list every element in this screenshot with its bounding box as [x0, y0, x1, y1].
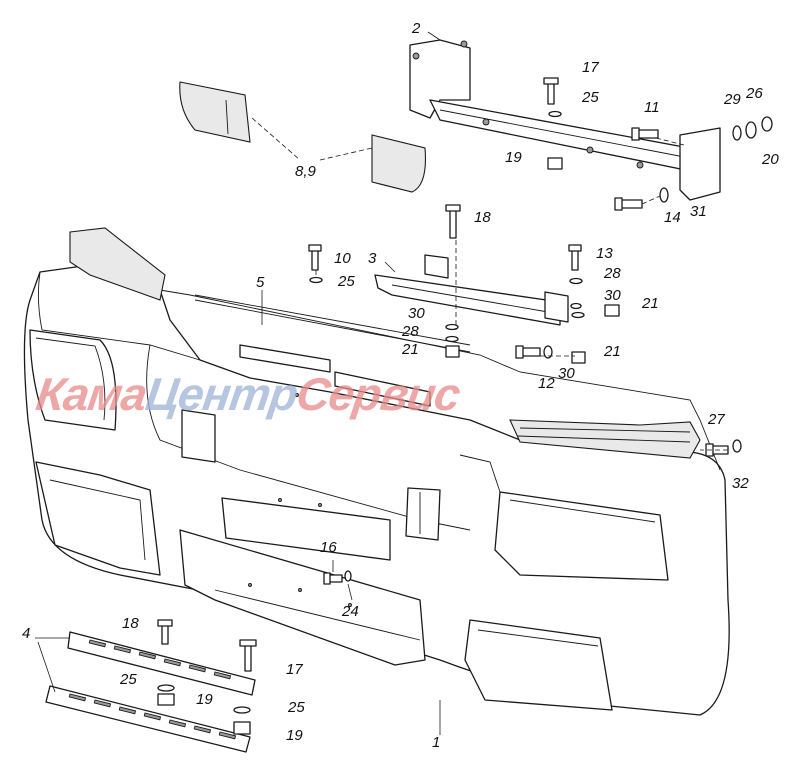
callout-10: 10 — [334, 250, 351, 267]
callout-19: 19 — [196, 691, 213, 708]
callout-30: 30 — [408, 305, 425, 322]
svg-text:КамаЦентрСервис: КамаЦентрСервис — [33, 368, 464, 420]
leader-lines — [35, 31, 728, 735]
callout-2: 2 — [411, 20, 421, 37]
callout-30: 30 — [604, 287, 621, 304]
callout-16: 16 — [320, 539, 337, 556]
callout-25: 25 — [337, 273, 355, 290]
callout-25: 25 — [287, 699, 305, 716]
callout-17: 17 — [582, 59, 599, 76]
callout-18: 18 — [122, 615, 139, 632]
callout-31: 31 — [690, 203, 707, 220]
callout-8-9: 8,9 — [295, 163, 317, 180]
callout-24: 24 — [341, 603, 359, 620]
callout-19: 19 — [286, 727, 303, 744]
middle-bracket — [374, 254, 569, 326]
callout-32: 32 — [732, 475, 749, 492]
callout-17: 17 — [286, 661, 303, 678]
callout-18: 18 — [474, 209, 491, 226]
callout-4: 4 — [22, 625, 30, 642]
callout-12: 12 — [538, 375, 555, 392]
watermark-part3: Сервис — [293, 368, 464, 420]
callout-5: 5 — [256, 274, 265, 291]
callout-28: 28 — [401, 323, 419, 340]
callout-1: 1 — [432, 734, 440, 751]
callout-3: 3 — [368, 250, 377, 267]
callout-20: 20 — [761, 151, 779, 168]
upper-bracket — [409, 39, 721, 201]
watermark-part1: Кама — [33, 368, 150, 420]
callout-28: 28 — [603, 265, 621, 282]
watermark: КамаЦентрСервис — [33, 368, 464, 420]
step-plates — [45, 631, 256, 753]
callout-14: 14 — [664, 209, 681, 226]
callout-21: 21 — [401, 341, 419, 358]
callout-labels: 2 17 25 11 29 26 20 8,9 19 14 31 18 10 2… — [22, 20, 779, 751]
callout-25: 25 — [119, 671, 137, 688]
callout-26: 26 — [745, 85, 763, 102]
watermark-part2: Центр — [142, 368, 300, 420]
callout-19: 19 — [505, 149, 522, 166]
callout-30: 30 — [558, 365, 575, 382]
callout-29: 29 — [723, 91, 741, 108]
callout-11: 11 — [644, 99, 660, 116]
callout-21: 21 — [603, 343, 621, 360]
callout-13: 13 — [596, 245, 613, 262]
callout-27: 27 — [707, 411, 725, 428]
callout-21: 21 — [641, 295, 659, 312]
covers — [179, 81, 427, 193]
bumper-body — [23, 227, 730, 716]
callout-25: 25 — [581, 89, 599, 106]
